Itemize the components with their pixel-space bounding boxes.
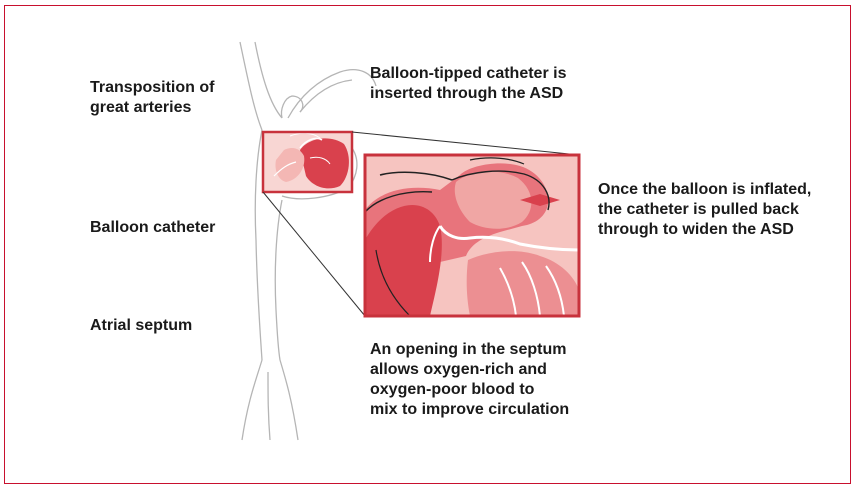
small-heart [263,132,352,192]
label-atrial-septum: Atrial septum [90,316,192,336]
label-transposition: Transposition of great arteries [90,78,214,118]
body-vessel-outline [240,42,376,440]
label-balloon-inflated: Once the balloon is inflated, the cathet… [598,180,811,240]
label-balloon-inserted: Balloon-tipped catheter is inserted thro… [370,64,566,104]
label-septum-opening: An opening in the septum allows oxygen-r… [370,340,569,420]
zoom-heart [365,155,579,316]
label-balloon-catheter: Balloon catheter [90,218,215,238]
